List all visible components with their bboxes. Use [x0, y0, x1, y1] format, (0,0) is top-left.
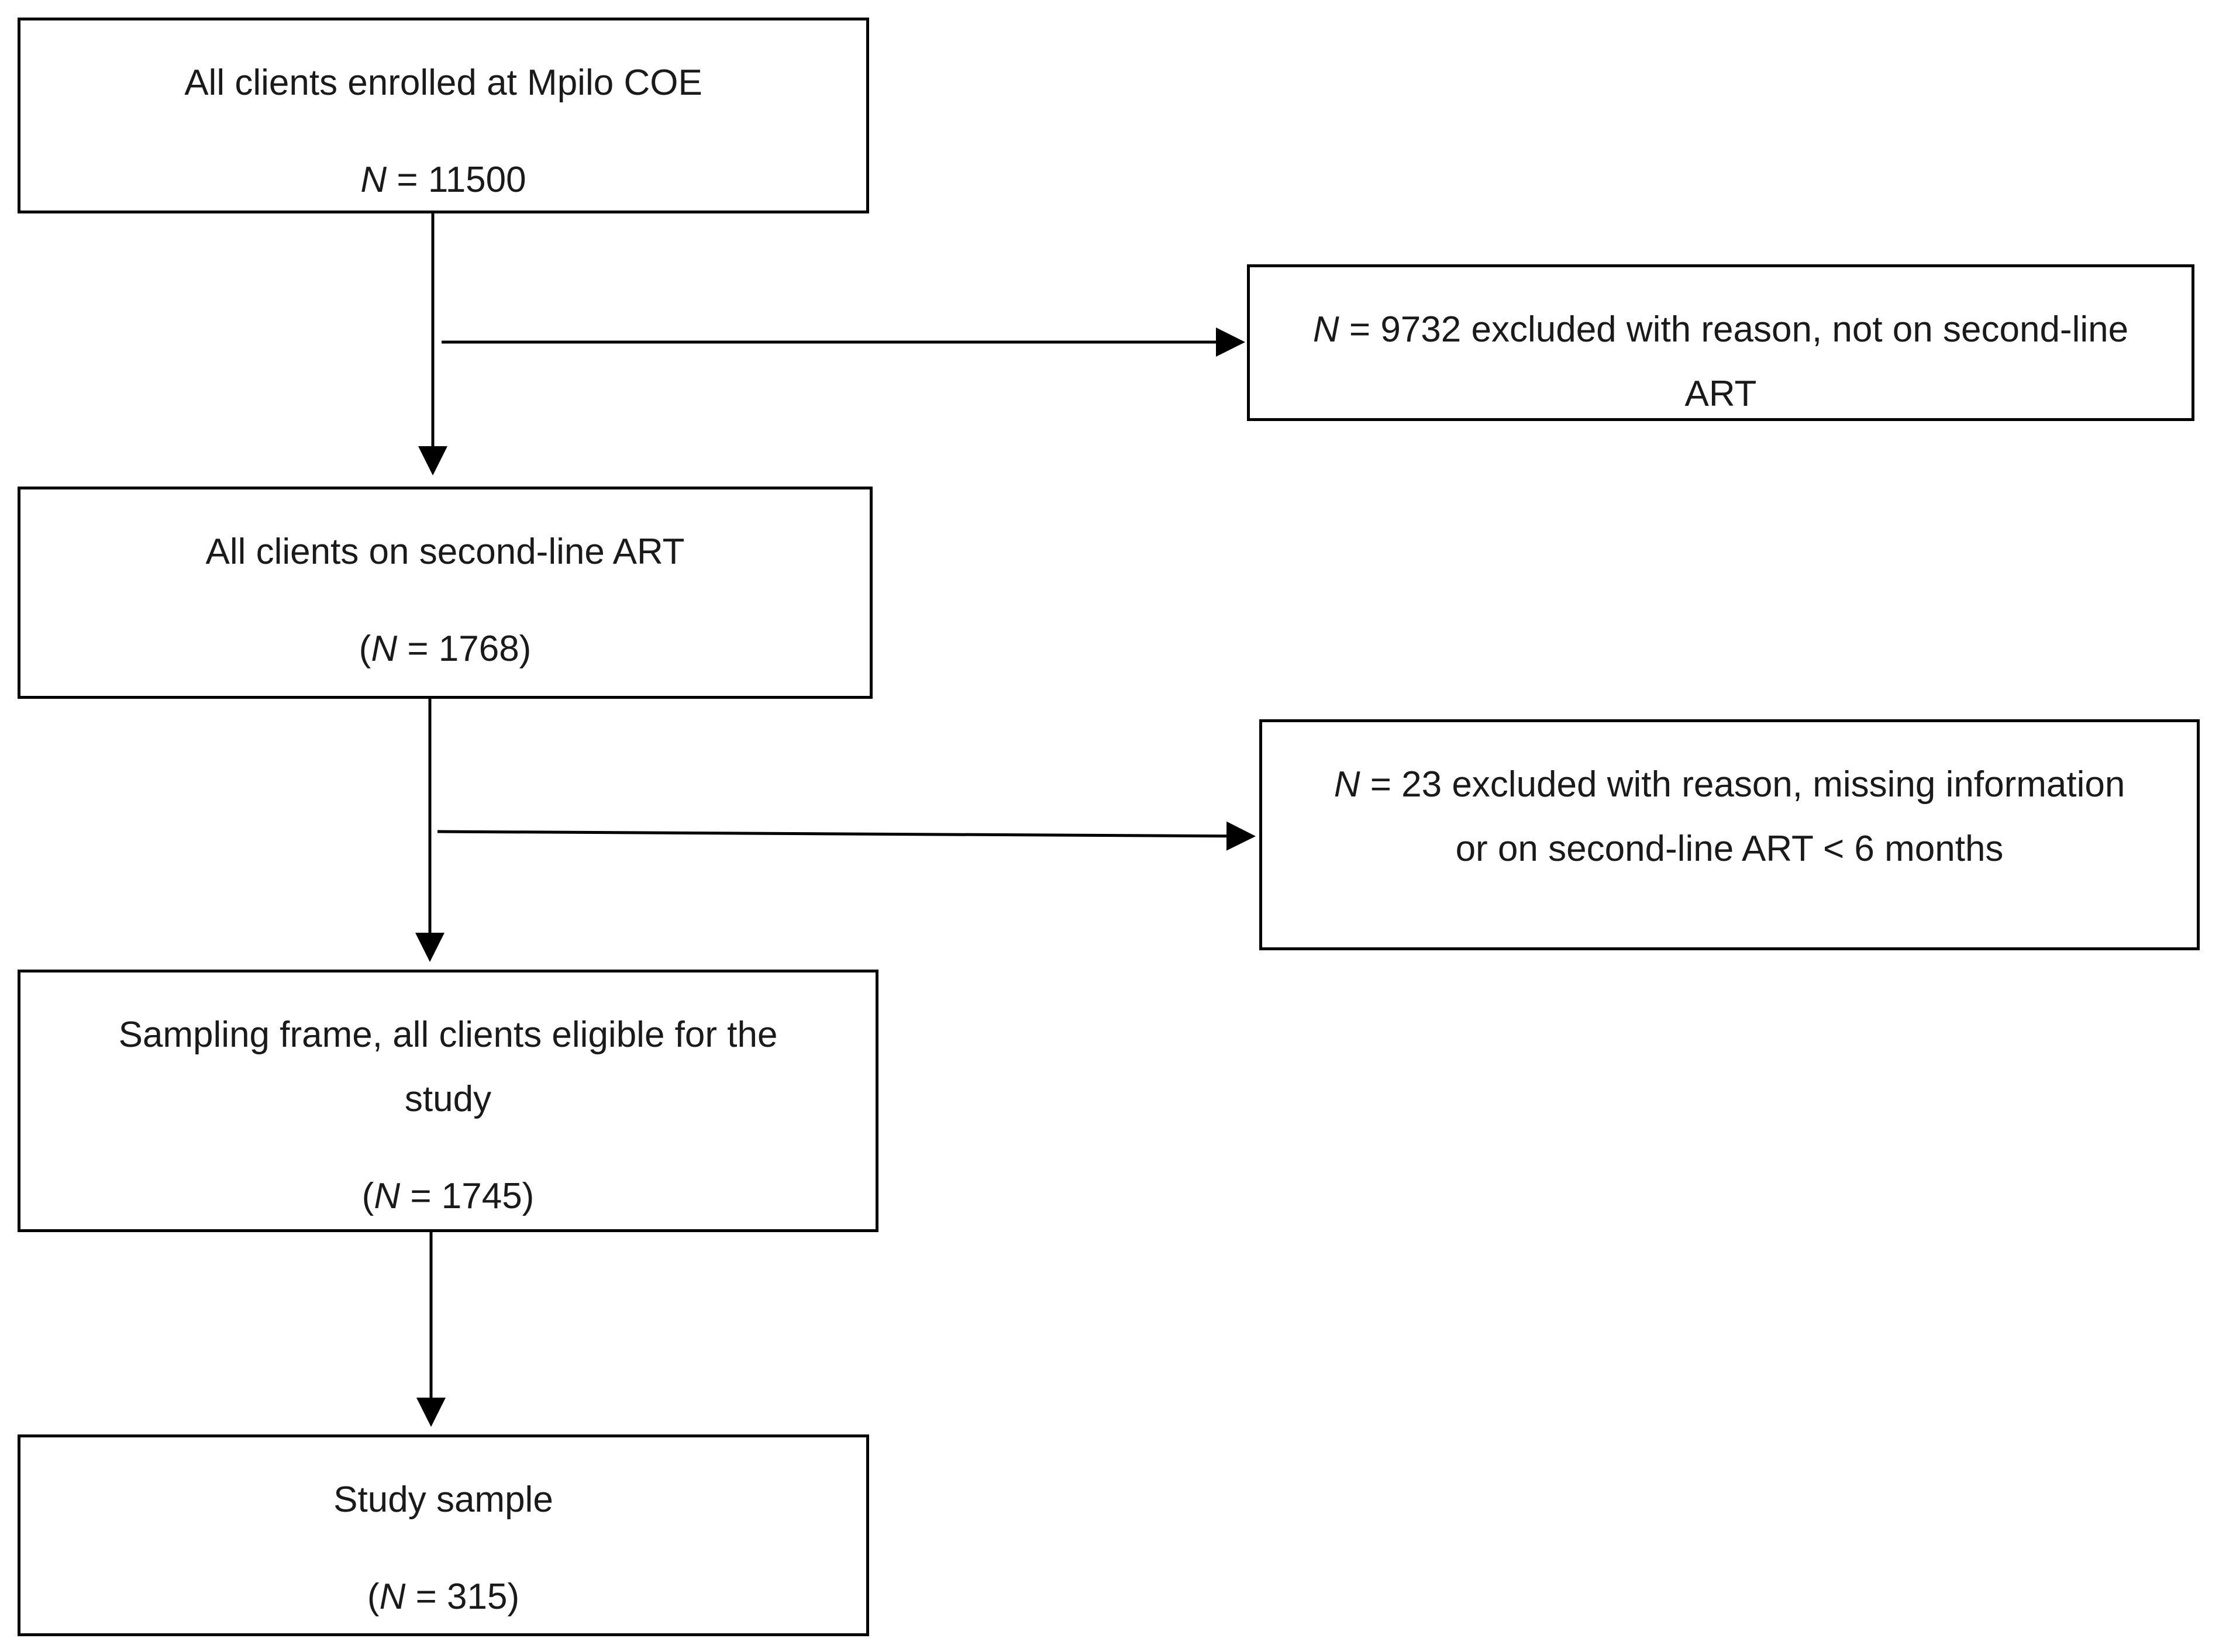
box-all-clients-enrolled: All clients enrolled at Mpilo COE N = 11…	[18, 18, 869, 213]
study-sample-count-value: = 315)	[405, 1577, 520, 1617]
n-symbol: N	[374, 1176, 401, 1216]
box-exclusion-missing-info: N = 23 excluded with reason, missing inf…	[1259, 719, 2200, 950]
box-second-line-art: All clients on second-line ART (N = 1768…	[18, 487, 873, 699]
box-sampling-frame: Sampling frame, all clients eligible for…	[18, 970, 878, 1232]
exclusion-1-text: = 9732 excluded with reason, not on seco…	[1339, 309, 2129, 350]
sampling-frame-line2: study	[404, 1079, 492, 1119]
enrolled-count-value: = 11500	[387, 160, 526, 200]
exclusion-1-line1: N = 9732 excluded with reason, not on se…	[1250, 298, 2192, 362]
second-line-count: (N = 1768)	[20, 617, 870, 681]
open-paren: (	[359, 629, 371, 669]
box-study-sample: Study sample (N = 315)	[18, 1434, 869, 1636]
n-symbol: N	[360, 160, 387, 200]
sampling-frame-count-value: = 1745)	[400, 1176, 535, 1216]
sampling-frame-line1: Sampling frame, all clients eligible for…	[118, 1015, 778, 1055]
sampling-frame-count: (N = 1745)	[20, 1164, 876, 1229]
arrow-to-exclusion-2	[437, 821, 1256, 851]
second-line-label: All clients on second-line ART	[205, 532, 685, 572]
n-symbol: N	[1334, 764, 1360, 805]
exclusion-2-line2: or on second-line ART < 6 months	[1455, 829, 2004, 869]
open-paren: (	[367, 1577, 380, 1617]
n-symbol: N	[379, 1577, 406, 1617]
enrolled-label: All clients enrolled at Mpilo COE	[184, 63, 702, 103]
enrolled-count: N = 11500	[20, 148, 866, 212]
second-line-count-value: = 1768)	[397, 629, 532, 669]
study-sample-count: (N = 315)	[20, 1565, 866, 1629]
exclusion-2-line1: N = 23 excluded with reason, missing inf…	[1262, 753, 2197, 817]
exclusion-2-text: = 23 excluded with reason, missing infor…	[1360, 764, 2125, 805]
n-symbol: N	[1312, 309, 1339, 350]
box-exclusion-not-second-line: N = 9732 excluded with reason, not on se…	[1247, 264, 2194, 421]
exclusion-1-line2: ART	[1684, 374, 1757, 414]
n-symbol: N	[371, 629, 398, 669]
study-sample-label: Study sample	[333, 1479, 553, 1520]
open-paren: (	[361, 1176, 374, 1216]
